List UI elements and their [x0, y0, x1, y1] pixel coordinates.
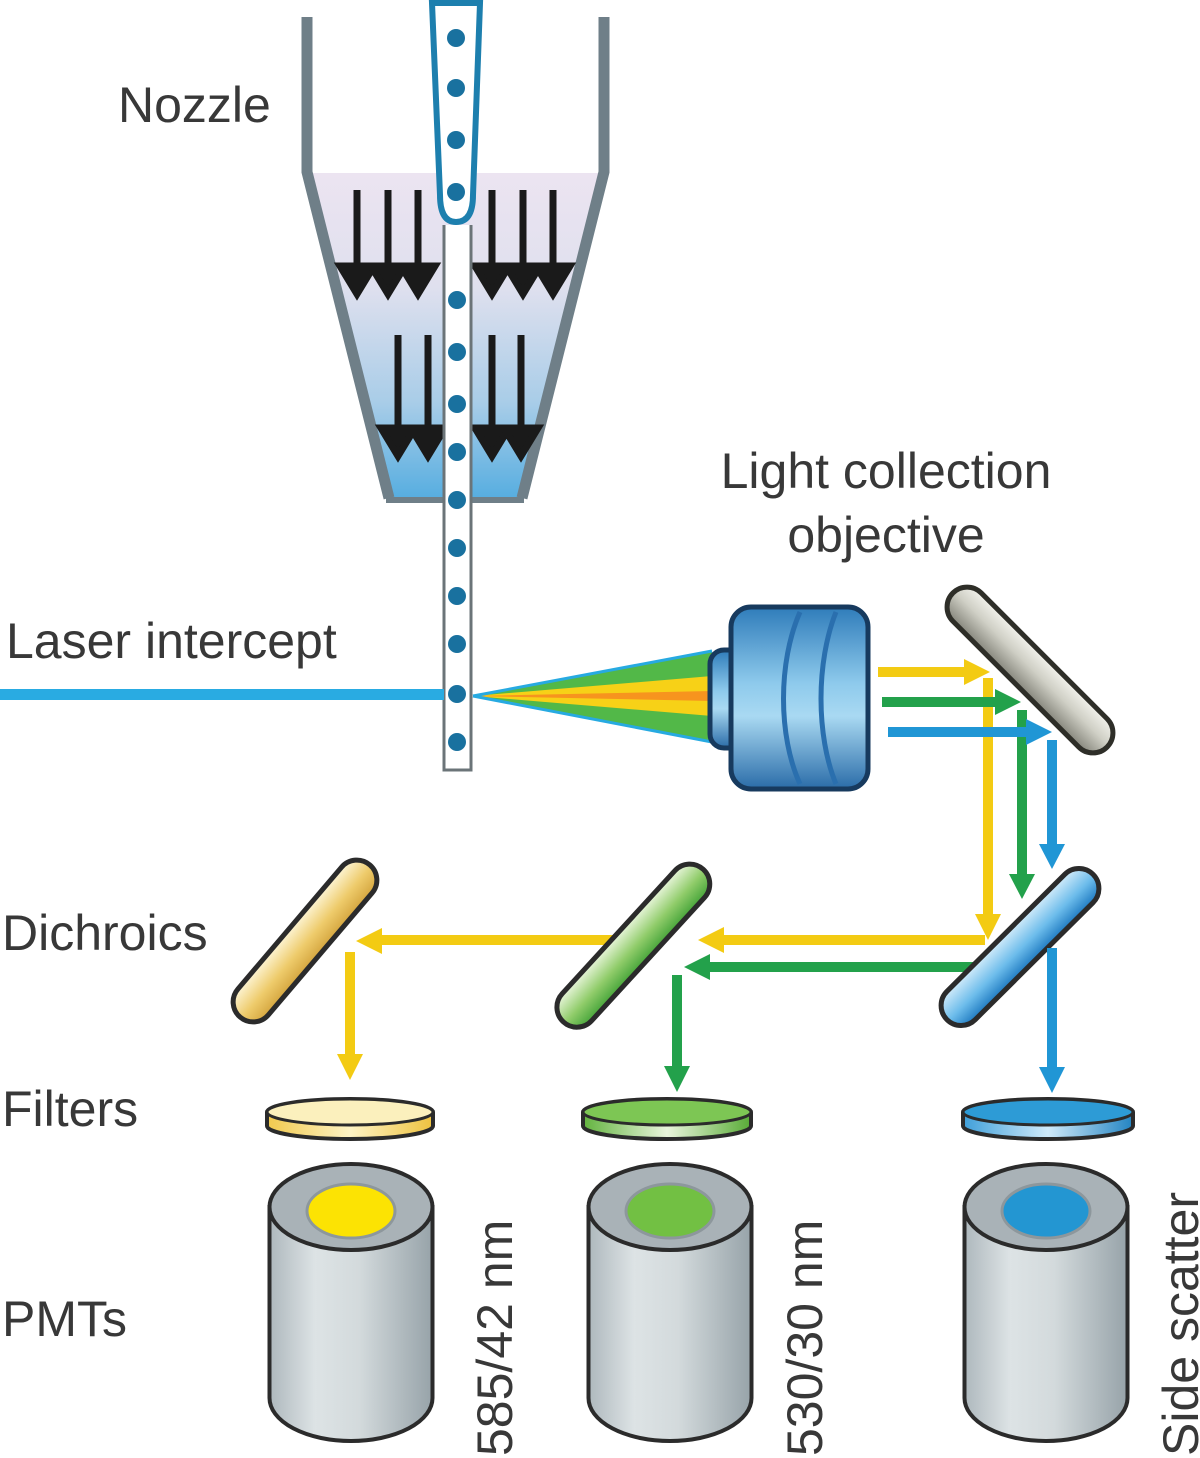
- pmt-body: [267, 1205, 435, 1443]
- dichroic-green: [554, 861, 713, 1030]
- pmt-label-530-30: 530/30 nm: [777, 1220, 833, 1456]
- steering-mirror: [944, 584, 1116, 756]
- objective-label-line2: objective: [787, 507, 984, 563]
- sheath-flow-arrows: [333, 190, 577, 463]
- pmt-label-585-42: 585/42 nm: [467, 1220, 523, 1456]
- pmt-window-blue: [1000, 1182, 1092, 1240]
- objective-lens-arc-2: [818, 611, 839, 785]
- funnel-wall-right: [516, 17, 610, 500]
- arrow-row-1: [333, 190, 577, 301]
- cone-edge-top: [472, 649, 713, 698]
- dichroics-label: Dichroics: [2, 905, 208, 961]
- objective-body: [728, 604, 871, 792]
- beam-blue-mirror-leg: [888, 719, 1065, 869]
- collection-objective: [707, 604, 871, 792]
- emission-cone: [472, 649, 713, 744]
- pmt-body: [962, 1205, 1130, 1443]
- pmt-blue: [962, 1162, 1130, 1443]
- funnel-wall-left: [301, 17, 395, 500]
- objective-label-line1: Light collection: [721, 443, 1052, 499]
- beam-under-layer: [374, 935, 985, 972]
- arrow-row-2: [374, 335, 545, 463]
- nozzle-label: Nozzle: [118, 77, 271, 133]
- pmt-window-green: [624, 1182, 716, 1240]
- laser-beam: [0, 689, 444, 700]
- beam-yellow-mirror-leg: [878, 659, 1001, 940]
- cone-orange-core: [473, 691, 712, 701]
- filter-green: [581, 1097, 753, 1141]
- cone-edge-bottom: [472, 694, 713, 744]
- laser-intercept-label: Laser intercept: [6, 613, 337, 669]
- pmts-label: PMTs: [2, 1291, 127, 1347]
- beam-blue-transmitted: [1039, 948, 1065, 1093]
- objective-lens-arc-1: [781, 610, 803, 786]
- pmt-yellow: [267, 1162, 435, 1443]
- dichroic-yellow: [230, 857, 380, 1025]
- droplet-stream: [447, 29, 466, 751]
- beam-green-drops: [664, 954, 710, 1092]
- filter-blue: [961, 1097, 1135, 1141]
- dichroic-blue: [938, 866, 1102, 1028]
- pmt-window-yellow: [305, 1182, 397, 1240]
- pmt-green: [586, 1162, 754, 1443]
- beam-green-mirror-leg: [882, 689, 1035, 899]
- pmt-body: [586, 1205, 754, 1443]
- injection-tube: [428, 0, 484, 226]
- pmt-label-side-scatter: Side scatter: [1153, 1192, 1200, 1456]
- filter-yellow: [265, 1097, 435, 1141]
- beam-over-layer: [337, 927, 1065, 1093]
- filters-label: Filters: [2, 1081, 138, 1137]
- beam-yellow-drops: [337, 927, 724, 1080]
